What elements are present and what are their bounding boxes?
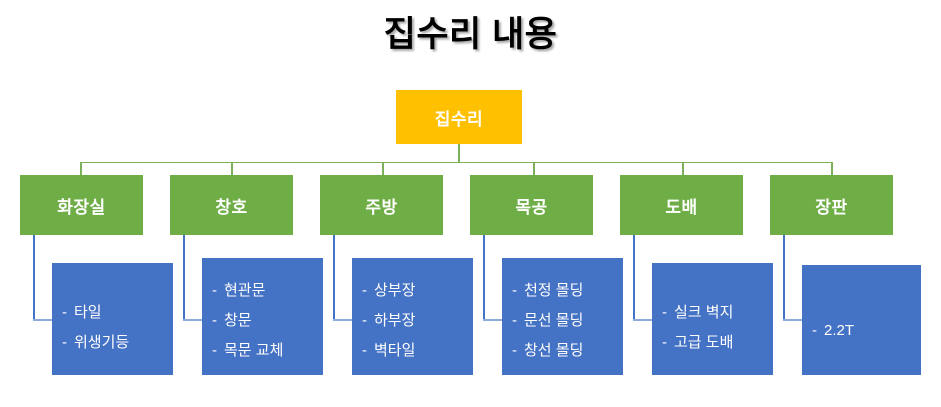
bullet-dash: - bbox=[812, 321, 817, 339]
connector-elbow-h-3 bbox=[333, 319, 355, 321]
connector-elbow-v-3 bbox=[333, 235, 335, 321]
leaf-item[interactable]: - 문선 몰딩 bbox=[512, 305, 623, 335]
category-label-5: 도배 bbox=[665, 197, 698, 217]
bullet-dash: - bbox=[212, 341, 217, 359]
bullet-dash: - bbox=[512, 341, 517, 359]
category-label-6: 장판 bbox=[815, 197, 848, 217]
leaf-item[interactable]: - 타일 bbox=[62, 297, 173, 327]
bullet-dash: - bbox=[512, 311, 517, 329]
leaf-item-label: 문선 몰딩 bbox=[524, 311, 584, 329]
connector-elbow-v-5 bbox=[633, 235, 635, 321]
category-label-1: 화장실 bbox=[57, 197, 106, 217]
connector-elbow-v-2 bbox=[183, 235, 185, 321]
leaf-item[interactable]: - 고급 도배 bbox=[662, 327, 773, 357]
connector-root-stem bbox=[458, 144, 460, 163]
root-node-jipsuri[interactable]: 집수리 bbox=[396, 90, 522, 144]
leaf-item[interactable]: - 하부장 bbox=[362, 305, 473, 335]
connector-elbow-h-1 bbox=[33, 319, 55, 321]
bullet-dash: - bbox=[62, 333, 67, 351]
category-node-mokgong[interactable]: 목공 bbox=[470, 175, 593, 235]
bullet-dash: - bbox=[362, 341, 367, 359]
connector-elbow-h-2 bbox=[183, 319, 205, 321]
leaf-item[interactable]: - 상부장 bbox=[362, 275, 473, 305]
leaf-item[interactable]: - 창문 bbox=[212, 305, 323, 335]
category-node-jangpan[interactable]: 장판 bbox=[770, 175, 893, 235]
bullet-dash: - bbox=[212, 281, 217, 299]
bullet-dash: - bbox=[62, 303, 67, 321]
connector-elbow-h-5 bbox=[633, 319, 655, 321]
connector-elbow-h-6 bbox=[783, 319, 805, 321]
category-node-changho[interactable]: 창호 bbox=[170, 175, 293, 235]
leaf-item-label: 창선 몰딩 bbox=[524, 341, 584, 359]
leaf-item-label: 타일 bbox=[74, 303, 102, 321]
leaf-item[interactable]: - 천정 몰딩 bbox=[512, 275, 623, 305]
leaf-box-hwajangsil[interactable]: - 타일 - 위생기등 bbox=[52, 263, 173, 375]
leaf-item[interactable]: - 위생기등 bbox=[62, 327, 173, 357]
connector-elbow-v-1 bbox=[33, 235, 35, 321]
leaf-item-label: 하부장 bbox=[374, 311, 416, 329]
category-node-jubang[interactable]: 주방 bbox=[320, 175, 443, 235]
category-label-4: 목공 bbox=[515, 197, 548, 217]
connector-drop-category-1 bbox=[80, 162, 82, 175]
connector-elbow-v-6 bbox=[783, 235, 785, 321]
bullet-dash: - bbox=[512, 281, 517, 299]
leaf-item[interactable]: - 실크 벽지 bbox=[662, 297, 773, 327]
connector-horizontal-bus bbox=[80, 162, 832, 163]
leaf-item-label: 창문 bbox=[224, 311, 252, 329]
leaf-item[interactable]: - 목문 교체 bbox=[212, 335, 323, 365]
bullet-dash: - bbox=[662, 303, 667, 321]
leaf-item-label: 상부장 bbox=[374, 281, 416, 299]
leaf-box-changho[interactable]: - 현관문 - 창문 - 목문 교체 bbox=[202, 258, 323, 375]
connector-drop-category-2 bbox=[231, 162, 233, 175]
connector-drop-category-6 bbox=[831, 162, 833, 175]
connector-elbow-v-4 bbox=[483, 235, 485, 321]
bullet-dash: - bbox=[212, 311, 217, 329]
connector-drop-category-3 bbox=[382, 162, 384, 175]
bullet-dash: - bbox=[662, 333, 667, 351]
leaf-box-jubang[interactable]: - 상부장 - 하부장 - 벽타일 bbox=[352, 258, 473, 375]
category-label-3: 주방 bbox=[365, 197, 398, 217]
leaf-box-jangpan[interactable]: - 2.2T bbox=[802, 265, 921, 375]
leaf-item[interactable]: - 창선 몰딩 bbox=[512, 335, 623, 365]
leaf-item-label: 위생기등 bbox=[74, 333, 130, 351]
leaf-item[interactable]: - 벽타일 bbox=[362, 335, 473, 365]
leaf-item-label: 목문 교체 bbox=[224, 341, 284, 359]
bullet-dash: - bbox=[362, 281, 367, 299]
leaf-item-label: 실크 벽지 bbox=[674, 303, 734, 321]
leaf-item-label: 2.2T bbox=[824, 321, 855, 339]
root-node-label: 집수리 bbox=[434, 109, 484, 129]
connector-drop-category-5 bbox=[682, 162, 684, 175]
connector-elbow-h-4 bbox=[483, 319, 505, 321]
category-node-dobae[interactable]: 도배 bbox=[620, 175, 743, 235]
leaf-item[interactable]: - 2.2T bbox=[812, 315, 921, 345]
leaf-box-dobae[interactable]: - 실크 벽지 - 고급 도배 bbox=[652, 263, 773, 375]
category-label-2: 창호 bbox=[215, 197, 248, 217]
category-node-hwajangsil[interactable]: 화장실 bbox=[20, 175, 143, 235]
leaf-item-label: 고급 도배 bbox=[674, 333, 734, 351]
leaf-box-mokgong[interactable]: - 천정 몰딩 - 문선 몰딩 - 창선 몰딩 bbox=[502, 258, 623, 375]
connector-drop-category-4 bbox=[533, 162, 535, 175]
leaf-item-label: 벽타일 bbox=[374, 341, 416, 359]
leaf-item-label: 천정 몰딩 bbox=[524, 281, 584, 299]
bullet-dash: - bbox=[362, 311, 367, 329]
leaf-item[interactable]: - 현관문 bbox=[212, 275, 323, 305]
leaf-item-label: 현관문 bbox=[224, 281, 266, 299]
page-title: 집수리 내용 bbox=[383, 15, 558, 54]
